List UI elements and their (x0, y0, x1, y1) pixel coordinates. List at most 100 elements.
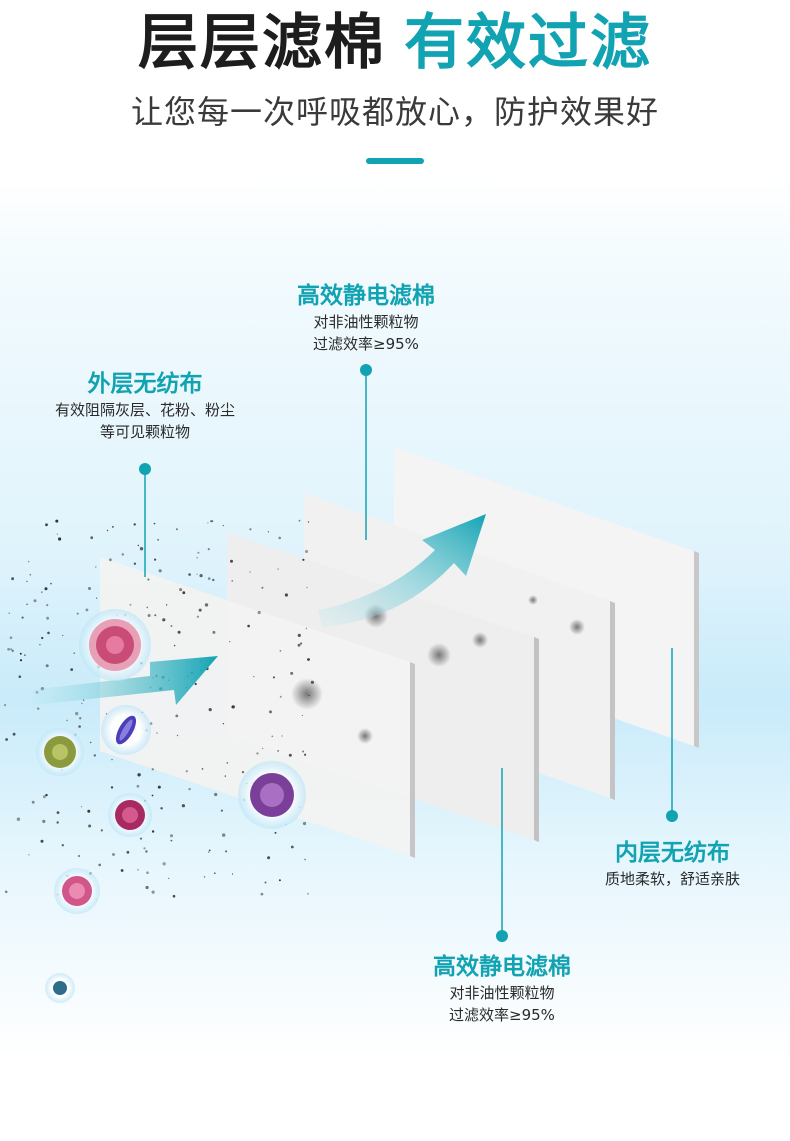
dust-speck (231, 873, 234, 875)
dust-speck (204, 603, 209, 607)
dust-speck (136, 784, 140, 788)
dust-speck (33, 599, 37, 603)
dust-speck (21, 616, 24, 619)
dust-speck (158, 569, 162, 573)
dust-speck (40, 839, 44, 843)
dust-speck (157, 538, 160, 541)
virus-pink-icon (79, 609, 151, 681)
dust-speck (153, 522, 156, 525)
dust-speck (46, 616, 49, 620)
dust-speck (28, 854, 30, 856)
dust-speck (284, 593, 288, 597)
dust-speck (277, 750, 279, 752)
dust-speck (290, 845, 294, 849)
dust-speck (274, 831, 277, 834)
dust-speck (170, 839, 173, 842)
subtitle: 让您每一次呼吸都放心，防护效果好 (130, 93, 659, 131)
dust-speck (172, 894, 176, 898)
dust-speck (29, 573, 32, 576)
dust-speck (44, 587, 48, 591)
dust-speck (145, 850, 148, 853)
dust-speck (225, 850, 228, 853)
dust-speck (137, 869, 139, 871)
dust-speck (290, 671, 294, 675)
label-inner-title: 内层无纺布 (615, 840, 730, 866)
dust-speck (277, 568, 279, 570)
dust-speck (146, 871, 149, 874)
dust-speck (126, 850, 130, 854)
dust-speck (302, 558, 305, 561)
dust-speck (185, 770, 188, 773)
dust-speck (112, 853, 115, 856)
headline-accent: 有效过滤 (404, 8, 652, 78)
dust-speck (201, 768, 204, 770)
dust-speck (301, 714, 303, 717)
dust-speck (42, 819, 46, 824)
dust-speck (176, 734, 179, 737)
dust-speck (308, 694, 310, 697)
dust-speck (109, 558, 112, 562)
dust-speck (203, 876, 206, 878)
dust-speck (87, 809, 91, 813)
dust-speck (162, 618, 166, 622)
dust-speck (262, 747, 264, 749)
dust-speck (11, 649, 14, 652)
dust-speck (19, 659, 23, 662)
dust-speck (297, 633, 301, 638)
dust-speck (304, 858, 306, 861)
dust-speck (194, 682, 197, 686)
label-outer-line2: 等可见颗粒物 (99, 423, 190, 441)
dust-speck (160, 807, 163, 810)
dust-speck (207, 548, 210, 551)
direction-arrow-icon (30, 514, 486, 705)
dust-speck (45, 523, 48, 527)
dust-speck (24, 654, 26, 657)
dust-speck (288, 753, 292, 757)
dust-speck (10, 648, 12, 650)
dust-speck (7, 647, 10, 651)
dust-speck (121, 553, 125, 556)
dust-speck (147, 614, 151, 617)
dust-speck (90, 536, 94, 540)
dust-speck (226, 762, 229, 764)
dust-speck (145, 885, 149, 890)
label-static-top-line2: 过滤效率≥95% (313, 335, 419, 353)
dust-speck (281, 735, 283, 737)
dust-speck (88, 587, 91, 590)
dust-speck (149, 722, 153, 725)
dust-speck (271, 735, 274, 738)
dust-speck (170, 625, 173, 627)
dust-speck (39, 644, 41, 646)
dust-speck (208, 708, 212, 712)
label-static-top: 高效静电滤棉 对非油性颗粒物 过滤效率≥95% (266, 281, 466, 355)
dust-speck (278, 536, 282, 540)
virus-magenta-icon (108, 793, 152, 837)
dust-speck (304, 753, 307, 756)
dust-speck (5, 738, 8, 741)
dust-speck (207, 577, 211, 580)
dust-speck (267, 531, 269, 533)
label-outer-line1: 有效阻隔灰层、花粉、粉尘 (54, 401, 235, 419)
dust-speck (197, 551, 200, 554)
dust-speck (73, 652, 75, 654)
dust-speck (45, 793, 48, 797)
dust-speck (170, 834, 173, 838)
dust-speck (143, 847, 146, 850)
dust-speck (4, 890, 8, 894)
dust-speck (179, 588, 183, 592)
dust-speck (151, 830, 155, 833)
label-static-bottom-title: 高效静电滤棉 (433, 954, 571, 980)
dust-speck (151, 794, 154, 797)
dust-speck (8, 612, 10, 614)
dust-speck (208, 851, 210, 853)
dust-speck (196, 573, 198, 575)
dust-speck (66, 719, 68, 722)
label-static-bottom-line1: 对非油性颗粒物 (449, 984, 555, 1002)
dust-speck (95, 566, 97, 568)
dust-speck (11, 577, 15, 581)
dust-speck (139, 547, 144, 551)
dust-speck (96, 597, 98, 599)
dust-speck (212, 630, 216, 634)
dust-speck (61, 844, 64, 847)
dust-speck (112, 526, 114, 528)
